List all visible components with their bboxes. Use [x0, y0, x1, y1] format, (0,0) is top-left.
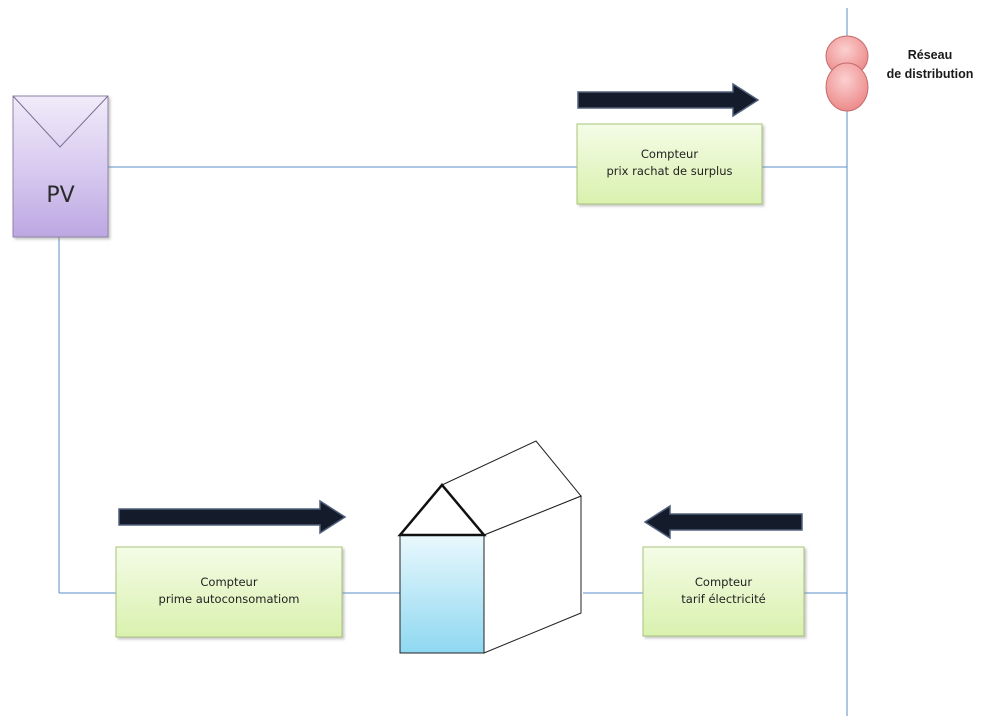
surplus-meter-box — [576, 123, 763, 205]
grid-label: Réseau de distribution — [860, 46, 1000, 84]
electricity-flow-arrow — [643, 504, 803, 540]
surplus-meter-label: Compteur prix rachat de surplus — [577, 146, 762, 180]
electricity-meter-box — [642, 546, 805, 637]
pv-envelope-fold — [12, 95, 109, 148]
selfcons-meter-box — [115, 546, 343, 638]
selfcons-meter-label: Compteur prime autoconsomatiom — [116, 574, 342, 608]
selfcons-flow-arrow — [118, 499, 347, 535]
arrows — [118, 82, 803, 540]
selfcons-meter-title: Compteur — [200, 575, 258, 589]
selfcons-meter-desc: prime autoconsomatiom — [158, 592, 300, 606]
electricity-meter-title: Compteur — [694, 575, 753, 589]
surplus-meter-desc: prix rachat de surplus — [606, 164, 733, 178]
surplus-flow-arrow — [577, 82, 760, 118]
grid-label-line1: Réseau — [907, 48, 953, 62]
pv-panel — [12, 95, 109, 238]
house-icon — [397, 440, 582, 654]
grid-label-line2: de distribution — [886, 67, 974, 81]
transformer-icon — [825, 35, 869, 112]
electricity-meter-desc: tarif électricité — [681, 592, 766, 606]
surplus-meter-title: Compteur — [640, 147, 699, 161]
connection-lines — [58, 8, 848, 716]
pv-label: PV — [46, 183, 75, 208]
electricity-meter-label: Compteur tarif électricité — [643, 574, 804, 608]
